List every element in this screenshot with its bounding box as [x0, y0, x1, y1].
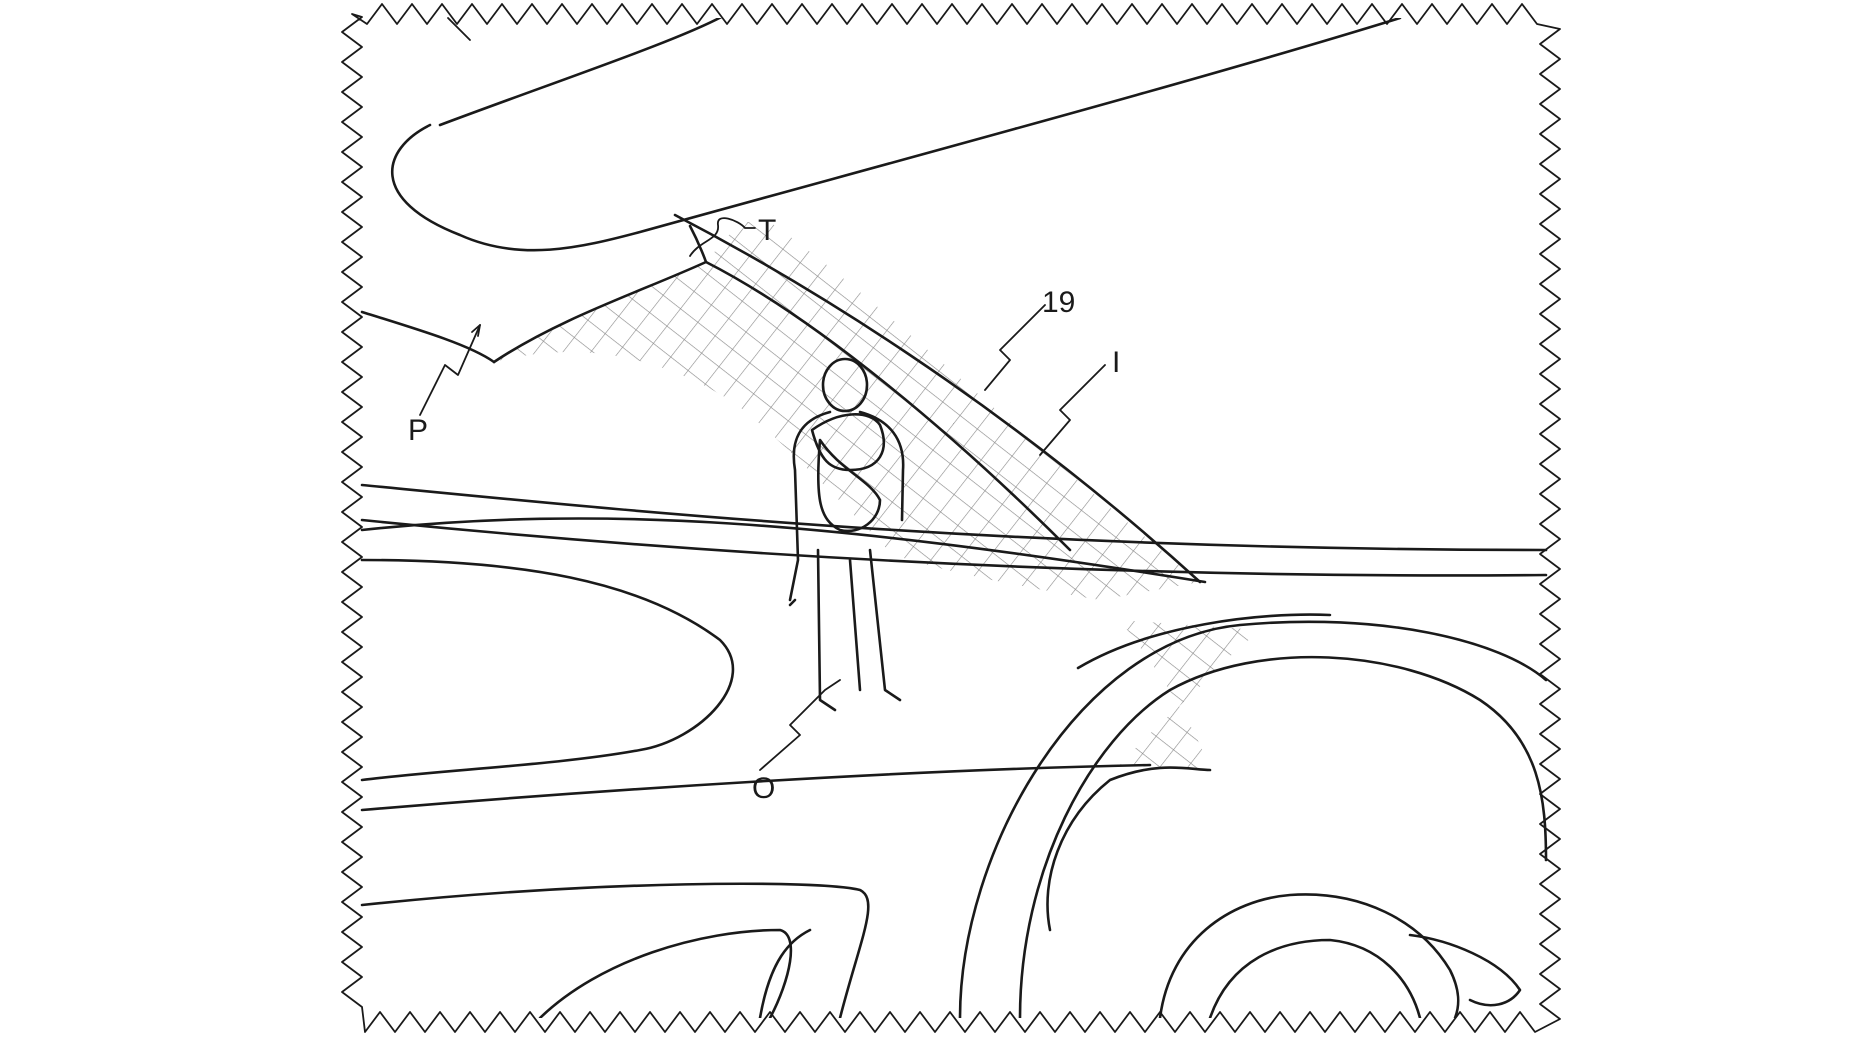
label-i: I	[1112, 346, 1120, 379]
steering-wheel-rim	[1076, 613, 1332, 670]
dashboard-lower-2	[360, 882, 870, 1018]
leader-top	[447, 17, 471, 41]
headliner	[438, 18, 723, 127]
label-19: 19	[1042, 286, 1075, 319]
leader-19	[984, 304, 1046, 391]
label-p: P	[408, 414, 428, 447]
steering-wheel-inner	[1018, 655, 1548, 1018]
steering-wheel-outer	[958, 620, 1548, 1018]
door-curve	[360, 558, 735, 782]
dashboard-line-3	[360, 517, 1207, 584]
label-t: T	[758, 214, 776, 247]
dashboard-line-1	[360, 483, 1548, 552]
break-line-frame	[341, 3, 1561, 1033]
pedestrian-figure	[788, 357, 905, 712]
door-handle-inner	[758, 928, 812, 1018]
display-area-lower	[1120, 620, 1260, 770]
window-sill	[360, 310, 496, 364]
dashboard-line-2	[360, 518, 1548, 577]
steering-hub-inner	[1208, 938, 1422, 1018]
leader-p	[419, 324, 481, 416]
leader-i	[1039, 364, 1106, 456]
door-handle	[538, 928, 793, 1018]
sun-visor	[390, 18, 1402, 252]
leader-o	[759, 679, 841, 771]
dash-vent	[1046, 766, 1212, 932]
leader-t	[689, 217, 756, 257]
steering-spoke	[1408, 933, 1522, 1007]
a-pillar-inner	[704, 260, 1072, 552]
label-o: O	[752, 772, 775, 805]
a-pillar-outer	[673, 213, 1202, 584]
steering-hub	[1158, 893, 1460, 1018]
dashboard-lower-1	[360, 763, 1152, 812]
arrow-p	[471, 324, 481, 337]
visor-lower-edge	[492, 224, 708, 364]
